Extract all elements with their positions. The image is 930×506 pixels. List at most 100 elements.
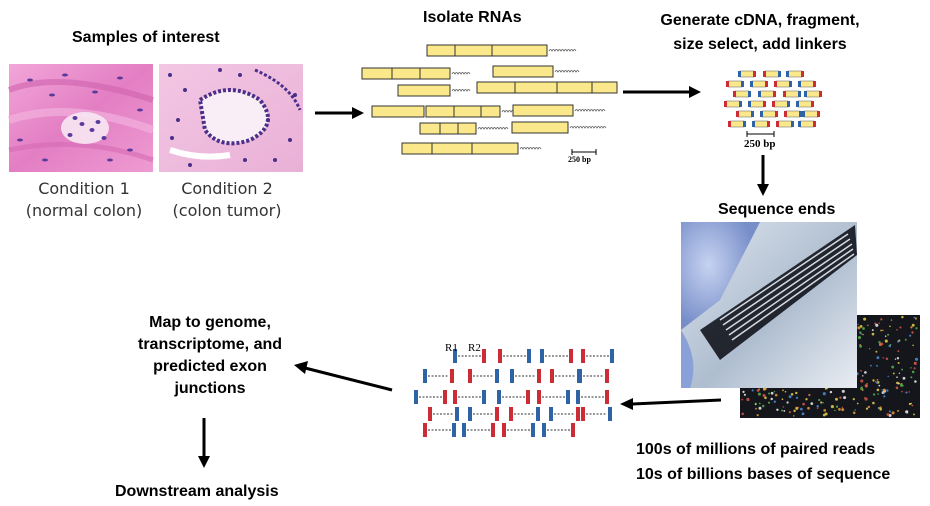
cluster-dot [875,381,879,384]
cluster-dot [883,392,885,394]
rna-exon-box [397,84,451,97]
cluster-dot [795,396,799,400]
map-line-4: junctions [174,380,246,397]
read-2 [605,369,609,383]
cluster-dot [876,379,879,381]
cluster-dot [839,396,842,399]
condition-2-label: Condition 2 (colon tumor) [160,178,294,222]
cluster-dot [793,409,796,413]
read-pair [550,369,581,383]
rna-exon-box [476,81,618,94]
cluster-dot [896,381,899,385]
read-1 [576,390,580,404]
cluster-dot [816,405,819,408]
cluster-dot [860,369,862,372]
cluster-dot [897,361,900,365]
read-2 [452,423,456,437]
arrow-rna-to-fragments [623,86,701,98]
poly-a-tail [554,70,580,73]
cluster-dot [885,357,889,361]
read-pair [498,349,531,363]
read-label-r1: R1 [445,342,458,354]
cluster-dot [822,401,824,404]
rna-exon-box [511,121,569,134]
linker-left [774,81,777,87]
linker-left [728,121,731,127]
downstream-analysis-label: Downstream analysis [115,483,279,500]
cluster-dot [891,365,895,369]
cluster-dot [879,408,882,411]
read-pair [453,349,486,363]
cluster-dot [875,323,879,327]
linker-left [804,91,807,97]
cluster-dot [901,390,903,393]
cdna-fragment [783,90,801,98]
cluster-dot [876,364,878,367]
cluster-dot [818,398,821,402]
linker-right [741,81,744,87]
cluster-dot [867,405,871,409]
cluster-dot [864,397,866,399]
cluster-dot [860,386,864,391]
cluster-dot [913,316,916,319]
read-2 [576,407,580,421]
cluster-dot [900,383,903,387]
cluster-dot [841,406,844,409]
cluster-dot [834,409,836,412]
condition-1-name: Condition 1 [38,179,130,198]
cluster-dot [762,393,766,398]
read-1 [540,349,544,363]
cdna-fragment [724,100,742,108]
cluster-dot [909,334,912,337]
read-2 [571,423,575,437]
cluster-dot [910,367,912,369]
linker-left [798,81,801,87]
cluster-dot [872,401,875,405]
cluster-dot [905,391,908,394]
cdna-fragment [784,110,802,118]
cluster-dot [865,407,869,410]
read-2 [605,390,609,404]
arrow-reads-to-map [294,361,393,392]
sequencing-image [681,222,920,418]
cluster-dot [892,372,895,375]
cluster-dot [863,317,867,321]
linker-left [776,121,779,127]
linker-right [801,71,804,77]
samples-title: Samples of interest [72,29,220,46]
cluster-dot [823,409,827,412]
rna-transcript [476,81,618,94]
cluster-dot [897,340,900,343]
cluster-dot [875,350,878,353]
read-1 [468,369,472,383]
linker-right [743,121,746,127]
cdna-fragment [798,120,816,128]
cdna-fragment [804,90,822,98]
read-pair [497,390,530,404]
read-pair [576,390,609,404]
arrow-fragments-to-sequence [757,155,769,196]
cluster-dot [872,379,875,382]
linker-left [760,111,763,117]
cluster-dot [810,402,814,405]
read-2 [608,407,612,421]
cdna-fragment [738,70,756,78]
rna-transcript [492,65,580,78]
rna-exon-box [361,67,451,80]
cluster-dot [800,407,803,411]
stats-line-1: 100s of millions of paired reads [636,441,876,458]
cluster-dot [881,389,883,391]
read-2 [491,423,495,437]
read-pair [453,390,486,404]
cluster-dot [805,398,808,401]
read-pair [581,349,614,363]
cluster-dot [862,333,864,336]
cluster-dot [808,393,811,397]
read-2 [531,423,535,437]
cluster-dot [852,411,856,415]
read-2 [536,407,540,421]
linker-left [772,101,775,107]
read-2 [482,390,486,404]
cdna-fragment [750,80,768,88]
read-1 [468,407,472,421]
